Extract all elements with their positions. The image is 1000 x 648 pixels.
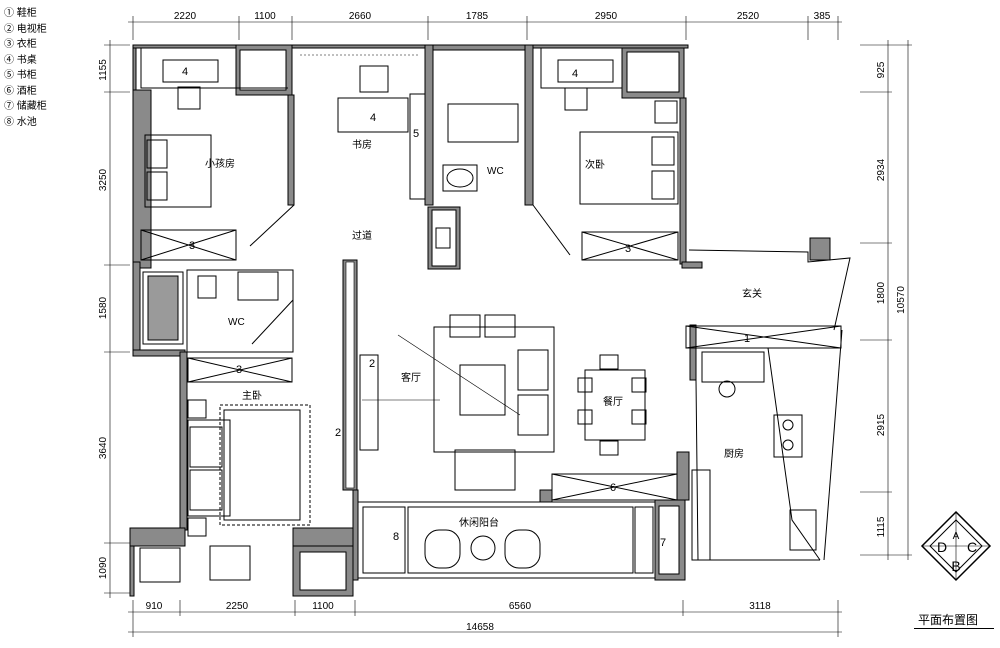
dim-top: 1100 (254, 11, 276, 22)
marker-wardrobe: 3 (236, 364, 242, 376)
marker-desk: 4 (572, 68, 578, 80)
marker-tv-cabinet: 2 (335, 427, 341, 439)
marker-bookcase: 5 (413, 128, 419, 140)
room-label-wc-top: WC (487, 166, 504, 177)
dim-right: 2934 (876, 158, 887, 181)
drawing-title: 平面布置图 (918, 613, 979, 627)
room-label-living-room: 客厅 (401, 371, 421, 384)
legend-item: ⑦ 储藏柜 (4, 101, 47, 112)
compass-label-left: D (937, 539, 947, 555)
dim-top: 385 (814, 11, 831, 22)
legend: ① 鞋柜 ② 电视柜 ③ 衣柜 ④ 书桌 ⑤ 书柜 ⑥ 酒柜 ⑦ 储藏柜 ⑧ 水… (4, 6, 47, 130)
marker-tv-cabinet: 2 (369, 358, 375, 370)
furniture-markers: 4 4 4 5 3 3 3 2 2 1 6 7 8 (182, 66, 750, 549)
dim-total: 14658 (466, 622, 494, 633)
marker-sink: 8 (393, 531, 399, 543)
dim-top: 2660 (349, 11, 372, 22)
room-label-study: 书房 (352, 138, 372, 151)
dim-top: 2220 (174, 11, 197, 22)
room-label-master-bedroom: 主卧 (242, 389, 262, 402)
room-label-child-room: 小孩房 (205, 157, 235, 170)
room-label-kitchen: 厨房 (724, 447, 744, 460)
marker-wardrobe: 3 (189, 240, 195, 252)
dim-left: 1155 (98, 59, 109, 81)
room-labels: 小孩房 书房 WC 次卧 过道 玄关 WC 主卧 客厅 餐厅 厨房 休闲阳台 (205, 138, 762, 529)
dim-top: 2950 (595, 11, 618, 22)
marker-shoe-cabinet: 1 (744, 333, 750, 345)
dim-bottom: 6560 (509, 601, 532, 612)
dim-right: 1115 (876, 516, 887, 537)
marker-wine-cabinet: 6 (610, 482, 616, 494)
legend-item: ④ 书桌 (4, 54, 37, 66)
marker-storage-cabinet: 7 (660, 537, 666, 549)
dim-top: 1785 (466, 11, 489, 22)
room-label-wc-left: WC (228, 317, 245, 328)
legend-item: ⑧ 水池 (4, 116, 37, 128)
room-label-balcony: 休闲阳台 (459, 516, 499, 529)
compass-label-bottom: B (951, 558, 960, 574)
dim-bottom: 1100 (312, 601, 334, 612)
legend-item: ③ 衣柜 (4, 39, 37, 50)
dim-left: 3250 (98, 168, 109, 191)
dim-top: 2520 (737, 11, 760, 22)
legend-item: ② 电视柜 (4, 23, 47, 35)
compass: A D C B (920, 510, 992, 582)
dim-right-total: 10570 (896, 286, 907, 314)
interior-lines (139, 47, 851, 583)
marker-desk: 4 (370, 112, 376, 124)
dim-right: 1800 (876, 281, 887, 304)
dim-bottom: 910 (146, 601, 163, 612)
legend-item: ① 鞋柜 (4, 8, 37, 19)
legend-item: ⑤ 书柜 (4, 70, 37, 81)
dim-bottom: 3118 (749, 601, 771, 612)
dim-bottom: 2250 (226, 601, 249, 612)
room-label-second-bedroom: 次卧 (585, 158, 605, 171)
legend-item: ⑥ 酒柜 (4, 85, 37, 97)
dimension-lines: 2220 1100 2660 1785 2950 2520 385 910 22… (98, 11, 912, 637)
dim-left: 1580 (98, 296, 109, 319)
marker-wardrobe: 3 (625, 243, 631, 255)
dim-left: 3640 (98, 436, 109, 459)
marker-desk: 4 (182, 66, 188, 78)
room-label-foyer: 玄关 (742, 287, 762, 300)
compass-label-top: A (953, 531, 960, 542)
dim-left: 1090 (98, 556, 109, 579)
dim-right: 925 (876, 61, 887, 78)
title-underline (914, 628, 994, 629)
room-label-dining: 餐厅 (603, 395, 623, 408)
dim-right: 2915 (876, 413, 887, 436)
room-label-corridor: 过道 (352, 229, 372, 242)
compass-label-right: C (967, 539, 977, 555)
